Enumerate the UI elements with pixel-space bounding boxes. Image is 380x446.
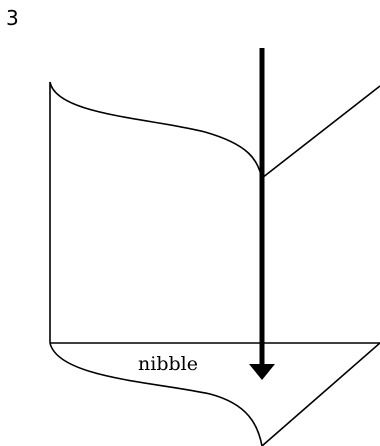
nibble-label: nibble <box>138 353 198 375</box>
lower-curve <box>49 342 263 446</box>
upper-right-diagonal <box>261 85 380 179</box>
upper-curve <box>49 81 263 179</box>
step-number: 3 <box>6 6 19 30</box>
arrow-head <box>249 364 275 380</box>
lower-right-diagonal <box>261 342 380 446</box>
